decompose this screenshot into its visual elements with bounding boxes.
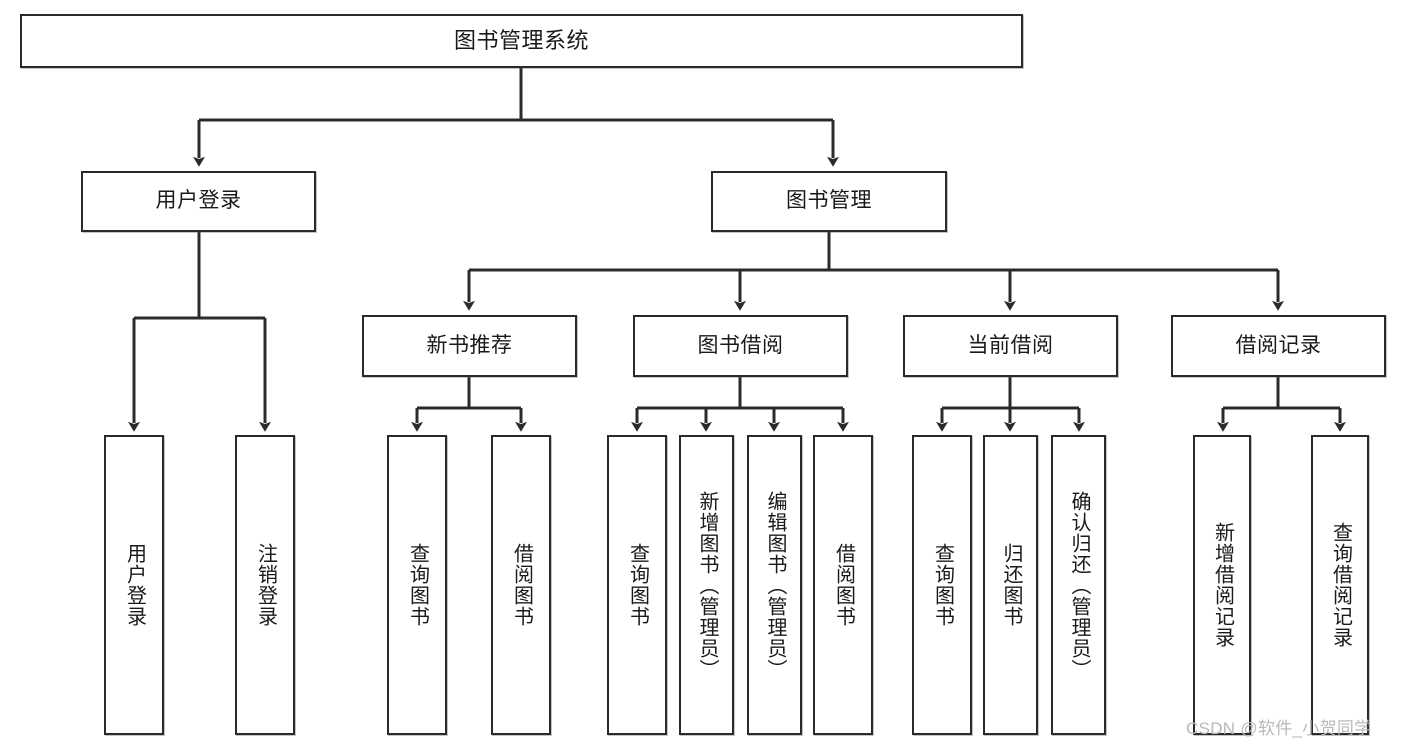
node-leaf-query-book-recommend[interactable]: 查询图书 <box>387 435 447 735</box>
node-label: 用户登录 <box>123 543 146 627</box>
node-borrowing-record[interactable]: 借阅记录 <box>1171 315 1386 377</box>
node-label: 借阅记录 <box>1235 333 1322 357</box>
node-label: 图书管理 <box>786 189 872 213</box>
node-leaf-query-book-current[interactable]: 查询图书 <box>912 435 972 735</box>
node-label: 当前借阅 <box>967 333 1054 357</box>
node-label: 图书管理系统 <box>453 28 589 54</box>
node-leaf-add-borrow-record[interactable]: 新增借阅记录 <box>1193 435 1251 735</box>
node-leaf-logout[interactable]: 注销登录 <box>235 435 295 735</box>
node-leaf-add-book-admin[interactable]: 新增图书（管理员） <box>679 435 734 735</box>
node-user-login[interactable]: 用户登录 <box>81 171 316 232</box>
node-new-book-recommendation[interactable]: 新书推荐 <box>362 315 577 377</box>
node-label: 图书借阅 <box>697 333 784 357</box>
node-book-management-system[interactable]: 图书管理系统 <box>20 14 1023 68</box>
node-leaf-return-book[interactable]: 归还图书 <box>983 435 1038 735</box>
node-label: 查询图书 <box>626 543 649 627</box>
node-label: 确认归还（管理员） <box>1068 490 1090 680</box>
node-leaf-query-book-borrow[interactable]: 查询图书 <box>607 435 667 735</box>
node-leaf-query-borrow-record[interactable]: 查询借阅记录 <box>1311 435 1369 735</box>
node-book-borrowing[interactable]: 图书借阅 <box>633 315 848 377</box>
node-label: 用户登录 <box>155 189 242 213</box>
node-leaf-borrow-book[interactable]: 借阅图书 <box>813 435 873 735</box>
node-label: 新增借阅记录 <box>1211 522 1234 648</box>
node-label: 查询图书 <box>931 543 954 627</box>
node-leaf-borrow-book-recommend[interactable]: 借阅图书 <box>491 435 551 735</box>
node-current-borrowing[interactable]: 当前借阅 <box>903 315 1118 377</box>
node-book-management[interactable]: 图书管理 <box>711 171 947 232</box>
node-label: 查询借阅记录 <box>1329 522 1352 648</box>
node-label: 编辑图书（管理员） <box>764 490 786 680</box>
node-label: 新书推荐 <box>426 333 513 357</box>
node-label: 归还图书 <box>1000 543 1022 627</box>
node-label: 新增图书（管理员） <box>696 490 718 680</box>
node-leaf-confirm-return-admin[interactable]: 确认归还（管理员） <box>1051 435 1106 735</box>
node-leaf-edit-book-admin[interactable]: 编辑图书（管理员） <box>747 435 802 735</box>
node-label: 查询图书 <box>406 543 429 627</box>
node-label: 借阅图书 <box>832 543 855 627</box>
node-label: 注销登录 <box>254 543 277 627</box>
node-leaf-user-login[interactable]: 用户登录 <box>104 435 164 735</box>
node-label: 借阅图书 <box>510 543 533 627</box>
